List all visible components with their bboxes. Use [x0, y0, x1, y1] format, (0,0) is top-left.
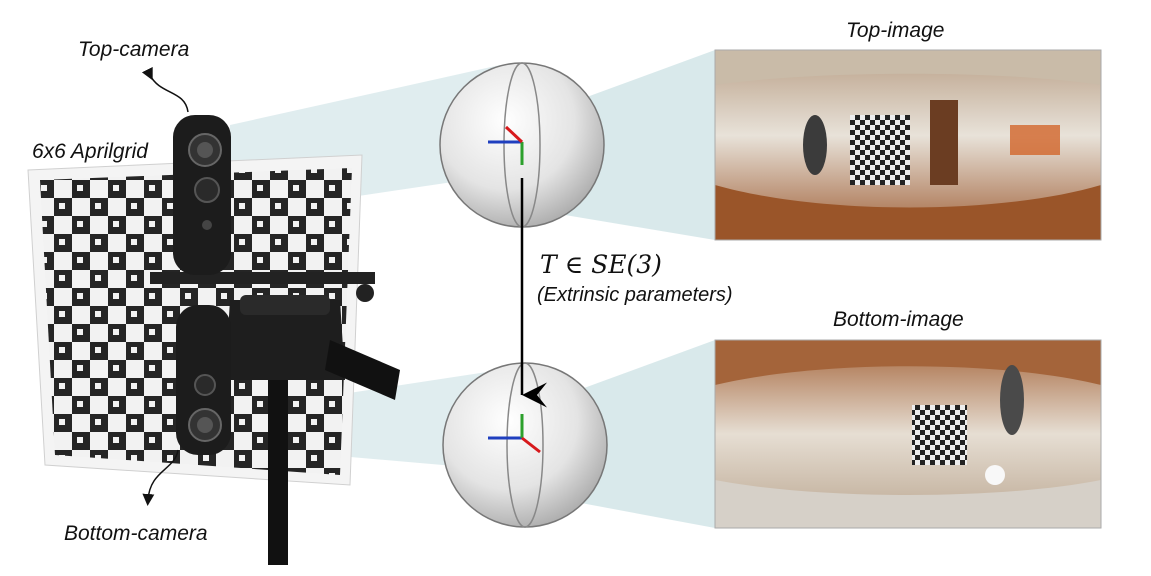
top-image-aprilgrid — [850, 115, 910, 185]
bottom-sphere — [442, 362, 608, 528]
top-camera-body — [173, 115, 231, 275]
tripod-icon — [150, 272, 400, 565]
top-camera-pointer — [141, 66, 189, 113]
bottom-image-beam — [565, 340, 715, 528]
top-image-beam — [565, 50, 715, 240]
top-axes-icon — [488, 125, 524, 165]
bottom-camera-pointer — [142, 449, 179, 506]
bottom-camera-body — [176, 305, 231, 455]
bottom-axes-icon — [488, 414, 541, 454]
bottom-image-panel — [714, 339, 1102, 529]
top-image-label: Top-image — [846, 19, 945, 42]
top-image-panel — [714, 49, 1102, 241]
extrinsic-label: (Extrinsic parameters) — [537, 284, 733, 306]
bottom-camera-label: Bottom-camera — [64, 522, 208, 545]
transform-label: T ∈ SE(3) — [540, 250, 662, 279]
bottom-image-label: Bottom-image — [833, 308, 964, 331]
top-camera-label: Top-camera — [78, 38, 190, 61]
bottom-image-aprilgrid — [912, 405, 967, 465]
aprilgrid-label: 6x6 Aprilgrid — [32, 140, 148, 163]
